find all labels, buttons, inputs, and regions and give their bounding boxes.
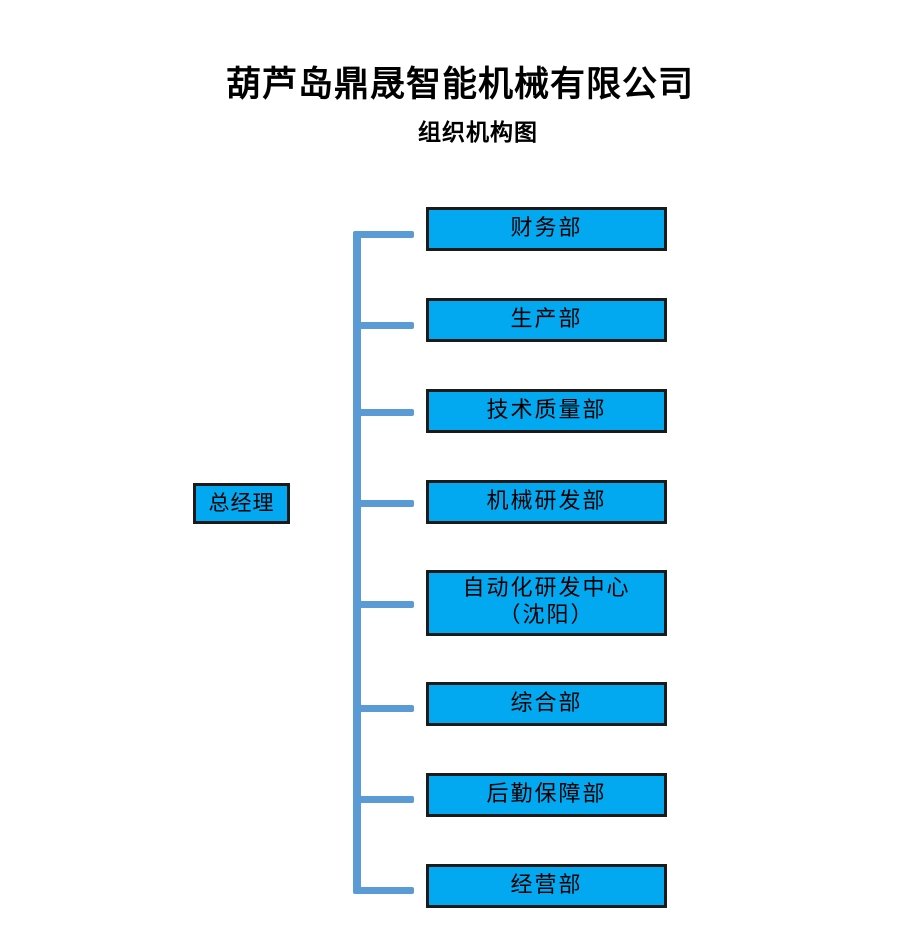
- connector-branch-automation-rnd: [353, 601, 414, 608]
- org-node-mech-rnd[interactable]: 机械研发部: [426, 480, 667, 524]
- org-node-operations[interactable]: 经营部: [426, 864, 667, 908]
- connector-branch-finance: [353, 231, 414, 238]
- org-node-automation-rnd[interactable]: 自动化研发中心 （沈阳）: [426, 570, 667, 636]
- connector-trunk-vertical: [353, 231, 361, 891]
- company-title: 葫芦岛鼎晟智能机械有限公司: [225, 64, 694, 105]
- connector-branch-mech-rnd: [353, 500, 414, 507]
- org-node-label: 生产部: [510, 306, 583, 332]
- org-node-general-manager[interactable]: 总经理: [193, 483, 290, 524]
- org-node-label: 总经理: [208, 490, 275, 515]
- org-node-tech-quality[interactable]: 技术质量部: [426, 389, 667, 433]
- title-block: 葫芦岛鼎晟智能机械有限公司 组织机构图: [0, 64, 920, 147]
- org-node-label: 后勤保障部: [486, 781, 607, 807]
- connector-branch-operations: [353, 887, 414, 894]
- org-node-label: 机械研发部: [486, 488, 607, 514]
- connector-branch-production: [353, 322, 414, 329]
- org-node-label: 综合部: [510, 690, 583, 716]
- chart-subtitle: 组织机构图: [418, 119, 538, 147]
- org-node-production[interactable]: 生产部: [426, 298, 667, 342]
- org-node-logistics[interactable]: 后勤保障部: [426, 773, 667, 817]
- org-node-general-affairs[interactable]: 综合部: [426, 682, 667, 726]
- org-node-label: 经营部: [510, 872, 583, 898]
- org-node-finance[interactable]: 财务部: [426, 207, 667, 251]
- connector-branch-logistics: [353, 796, 414, 803]
- org-node-label: 技术质量部: [486, 397, 607, 423]
- connector-branch-general-affairs: [353, 705, 414, 712]
- org-node-label: 财务部: [510, 215, 583, 241]
- org-node-label: 自动化研发中心 （沈阳）: [462, 576, 631, 628]
- connector-branch-tech-quality: [353, 409, 414, 416]
